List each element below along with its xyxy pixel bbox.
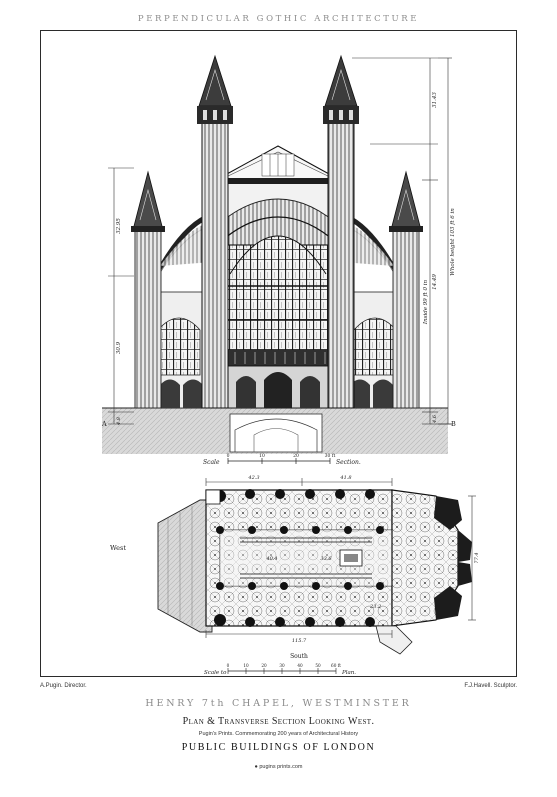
section-scale-tick: 0 (227, 453, 230, 459)
engraving-sheet: A B 32.95 30.9 4.8 31.43 14.49 Inside 99… (101, 54, 480, 676)
plan-dim-corner: 23.2 (369, 604, 381, 610)
building-title: HENRY 7th CHAPEL, WESTMINSTER (145, 698, 412, 709)
globe-icon: ● (254, 764, 258, 770)
plan-scale-label: Scale to (204, 670, 227, 676)
drawing-subtitle: Plan & Transverse Section Looking West. (182, 716, 375, 727)
plan-scale-tick: 30 (279, 663, 285, 668)
plan-label-west: West (110, 544, 126, 552)
left-dimension-lines (108, 167, 134, 425)
right-dimension-lines (352, 57, 452, 425)
section-mark-b: B (451, 420, 456, 428)
plan-dimension-lines (205, 478, 476, 638)
plan-dim-inner-right: 33.6 (320, 556, 332, 562)
plan-scale-tick: 20 (261, 663, 267, 668)
choir-stalls (240, 537, 372, 579)
west-porch (157, 499, 213, 633)
website-link[interactable]: ● pugins prints.com (0, 764, 557, 770)
website-text[interactable]: pugins prints.com (259, 764, 303, 770)
dim-inside-height: Inside 99 ft 0 in (423, 279, 429, 325)
dim-right-window: 14.49 (432, 274, 438, 290)
section-scale-tick: 30 ft (325, 453, 336, 459)
plan-piers (214, 489, 384, 627)
dim-right-spire: 31.43 (432, 92, 438, 108)
plan-scale-tick: 40 (297, 663, 303, 668)
dim-left-upper: 32.95 (116, 218, 122, 234)
plan-label-south: South (290, 653, 308, 660)
dim-left-lower: 30.9 (116, 341, 122, 354)
sculptor-credit: F.J.Havell. Sculptor. (464, 683, 517, 689)
director-credit: A.Pugin. Director. (40, 683, 87, 689)
drawing-frame (40, 30, 517, 677)
ground-plan: 42.3 41.8 40.4 33.6 77.4 23.2 115.7 West… (110, 475, 480, 676)
sheet-header: PERPENDICULAR GOTHIC ARCHITECTURE (137, 14, 420, 24)
plan-scale-tick: 0 (227, 663, 230, 668)
plan-scale-bar: Scale to 0 10 20 30 40 50 60 ft Plan. (204, 663, 356, 676)
section-scale-label: Scale (203, 459, 220, 466)
crypt (229, 413, 323, 453)
plan-scale-tick: 60 ft (331, 663, 341, 668)
pinnacle-outer-right (389, 170, 423, 409)
plan-dim-inner-left: 40.4 (265, 556, 277, 562)
plan-dim-bottom: 115.7 (292, 638, 307, 644)
plan-dim-right: 77.4 (474, 552, 480, 563)
section-mark-a: A (101, 420, 107, 428)
plan-scale-tick: 50 (315, 663, 321, 668)
dim-right-base: 4.6 (432, 414, 438, 424)
section-scale-suffix: Section. (336, 459, 361, 466)
turret-left (197, 54, 233, 409)
section-scale-bar: Scale 0 10 20 30 ft Section. (203, 453, 361, 466)
tagline: Pugin's Prints. Commemorating 200 years … (198, 731, 359, 737)
section-scale-tick: 10 (259, 453, 265, 459)
pinnacle-outer-left (131, 170, 165, 409)
dim-left-base: 4.8 (116, 417, 122, 426)
section-scale-tick: 20 (293, 453, 299, 459)
series-title: PUBLIC BUILDINGS OF LONDON (181, 742, 376, 753)
plan-dim-top-left: 42.3 (247, 475, 259, 481)
plan-dim-top-right: 41.8 (339, 475, 351, 481)
plan-scale-tick: 10 (243, 663, 249, 668)
turret-right (323, 54, 359, 409)
plan-scale-suffix: Plan. (341, 670, 356, 676)
transverse-section: A B 32.95 30.9 4.8 31.43 14.49 Inside 99… (101, 54, 456, 466)
dim-whole-height: Whole height 103 ft 6 in (450, 208, 456, 276)
